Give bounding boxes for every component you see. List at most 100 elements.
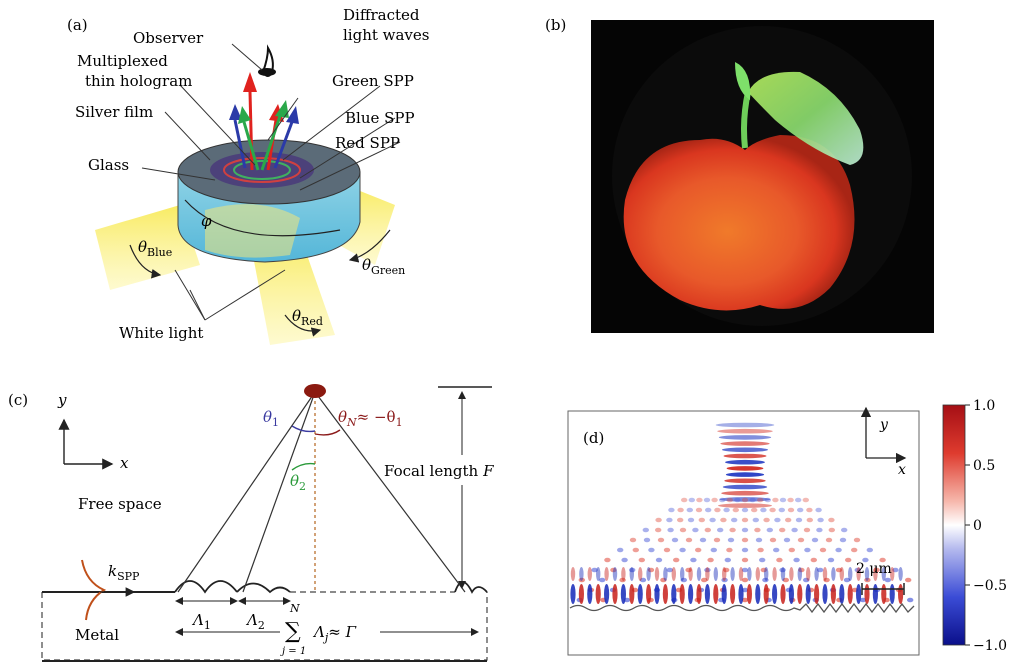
interference-blob <box>732 507 739 513</box>
interference-blob <box>680 577 687 583</box>
interference-blob <box>905 577 912 583</box>
focal-fringe <box>715 422 775 428</box>
sum-expression: Λj≈ Γ <box>312 623 357 644</box>
surface-fringe <box>839 584 845 604</box>
k-spp-label: kSPP <box>108 562 140 583</box>
interference-blob <box>825 537 833 543</box>
surface-fringe-upper <box>822 567 828 581</box>
colorbar <box>942 404 966 646</box>
interference-blob <box>815 507 822 513</box>
colorbar-tick-label: −1.0 <box>973 638 1007 654</box>
surface-fringe <box>746 584 753 604</box>
interference-blob <box>666 567 673 573</box>
interference-blob <box>638 557 645 563</box>
surface-fringe <box>872 584 879 604</box>
surface-fringe-upper <box>873 567 878 581</box>
surface-fringe <box>721 584 727 604</box>
focal-fringe <box>724 478 766 484</box>
surface-fringe-upper <box>772 567 777 581</box>
diffracted-label-2: light waves <box>343 26 429 44</box>
interference-blob <box>578 577 585 583</box>
interference-blob <box>677 507 684 513</box>
interference-blob <box>862 557 869 563</box>
d-axis-x-label: x <box>898 462 906 478</box>
surface-fringe <box>654 584 660 604</box>
interference-blob <box>679 527 687 533</box>
interference-blob <box>907 597 914 603</box>
hologram-label-1: Multiplexed <box>77 52 168 70</box>
d-axis-y-label: y <box>879 417 889 433</box>
interference-blob <box>657 537 665 543</box>
interference-blob <box>690 557 697 563</box>
surface-fringe-upper <box>881 567 886 581</box>
interference-blob <box>873 567 880 573</box>
surface-fringe <box>662 584 669 604</box>
focal-fringe <box>717 428 773 434</box>
interference-blob <box>853 537 861 543</box>
interference-blob <box>760 507 767 513</box>
interference-blob <box>639 577 647 583</box>
diffracted-label-1: Diffracted <box>343 6 420 24</box>
interference-blob <box>851 547 858 553</box>
interference-blob <box>802 497 809 503</box>
interference-blob <box>648 547 655 553</box>
surface-fringe-upper <box>856 567 861 581</box>
interference-blob <box>647 567 655 573</box>
interference-blob <box>698 517 705 523</box>
interference-blob <box>704 527 711 533</box>
interference-blob <box>721 577 728 583</box>
surface-fringe <box>822 584 828 604</box>
hologram-label-2: thin hologram <box>85 72 192 90</box>
interference-blob <box>642 527 649 533</box>
interference-blob <box>787 497 794 503</box>
surface-fringe <box>898 584 904 604</box>
interference-blob <box>864 577 871 583</box>
interference-blob <box>795 497 802 503</box>
interference-blob <box>764 497 771 503</box>
interference-blob <box>741 557 749 563</box>
interference-blob <box>866 547 873 553</box>
interference-blob <box>879 557 886 563</box>
panel-b: (b) <box>545 16 934 333</box>
panel-a: (a) <box>67 6 429 345</box>
groove-2 <box>236 582 291 594</box>
interference-blob <box>741 577 749 583</box>
focal-fringe <box>726 466 764 471</box>
interference-blob <box>827 557 835 563</box>
surface-fringe <box>755 584 761 604</box>
colorbar-tick-label: 0.5 <box>973 458 995 474</box>
interference-blob <box>663 547 671 553</box>
hologram-red-ring <box>223 157 301 183</box>
surface-fringe <box>864 584 870 604</box>
surface-fringe-upper <box>839 567 844 581</box>
surface-fringe-upper <box>806 567 811 581</box>
interference-blob <box>817 567 824 573</box>
lambda1-label: Λ1 <box>191 611 211 632</box>
surface-fringe-upper <box>629 567 634 581</box>
surface-fringe <box>763 584 769 604</box>
surface-fringe-upper <box>722 567 727 581</box>
scale-bar-label: 2 μm <box>856 561 892 577</box>
surface-fringe-upper <box>864 567 870 581</box>
interference-blob <box>714 507 721 513</box>
interference-blob <box>729 527 736 533</box>
panel-d: (d) y x 2 μm 1.00.50−0.5−1.0 <box>567 398 1007 656</box>
interference-blob <box>655 527 662 533</box>
surface-fringe-upper <box>654 567 660 581</box>
interference-blob <box>711 497 718 503</box>
panel-c-label: (c) <box>8 391 28 409</box>
interference-blob <box>769 537 777 543</box>
focal-fringe <box>722 484 768 490</box>
interference-blob <box>788 547 795 553</box>
c-axis-x-label: x <box>120 454 129 472</box>
surface-fringe-upper <box>789 567 794 581</box>
focal-fringe <box>721 490 769 496</box>
phi-arc <box>184 199 341 237</box>
spp-wave <box>81 559 107 621</box>
surface-fringe <box>856 584 862 604</box>
interference-blob <box>701 577 708 583</box>
glass-yellow-overlay <box>205 204 300 258</box>
surface-fringe-upper <box>713 567 718 581</box>
colorbar-ticks: 1.00.50−0.5−1.0 <box>965 398 1007 654</box>
